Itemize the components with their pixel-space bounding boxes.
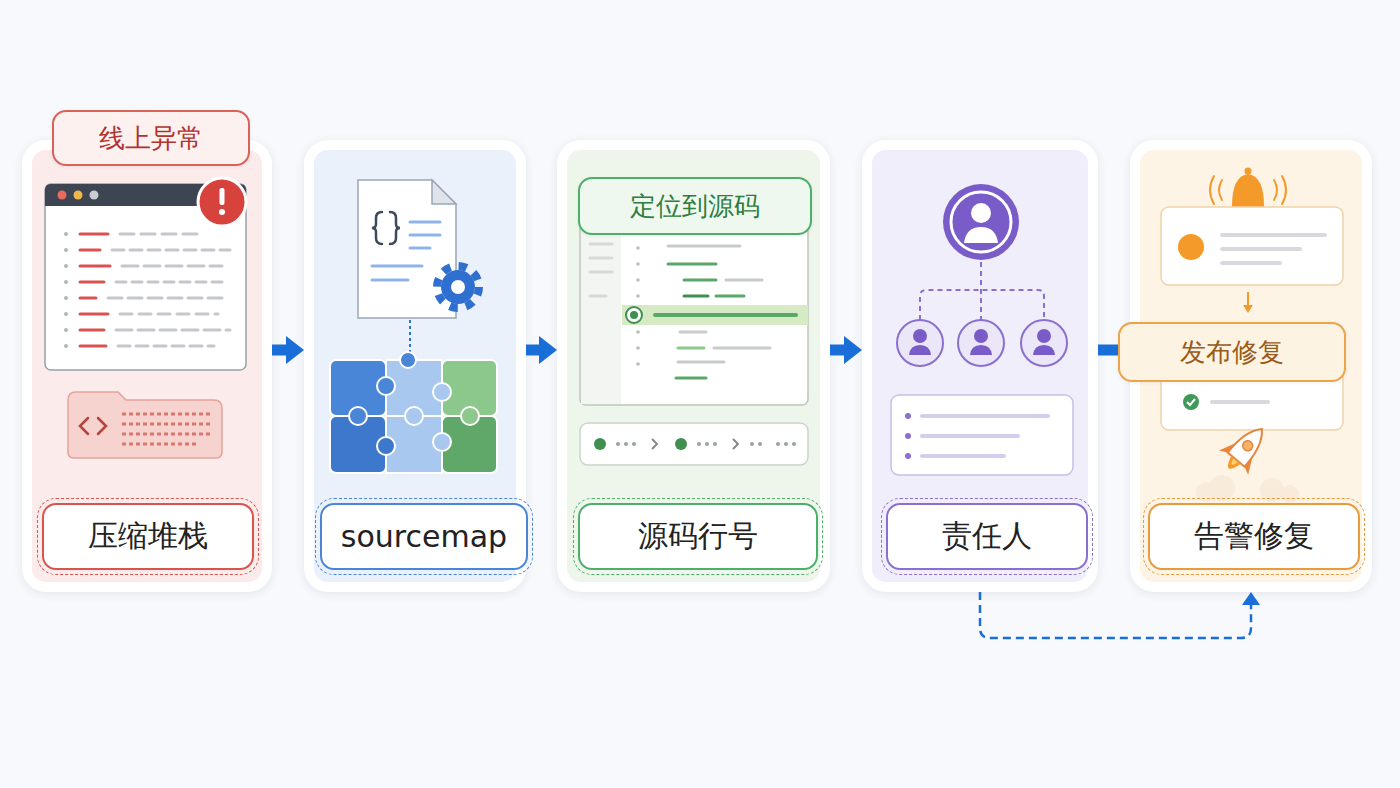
step-card: 告警修复 发布修复	[1130, 140, 1372, 592]
callout-text: 发布修复	[1180, 335, 1284, 370]
flow-arrow	[830, 336, 862, 364]
callout-pill: 定位到源码	[578, 177, 812, 235]
flow-arrow	[272, 336, 304, 364]
arrow-shaft	[272, 345, 288, 356]
arrow-shaft	[830, 345, 846, 356]
step-label: 压缩堆栈	[42, 503, 254, 570]
arrow-head	[539, 336, 557, 364]
step-label: 告警修复	[1148, 503, 1360, 570]
arrow-head	[1242, 592, 1260, 605]
step-label: sourcemap	[320, 503, 528, 570]
step-label: 源码行号	[578, 503, 818, 570]
step-card: 责任人	[862, 140, 1098, 592]
arrow-head	[844, 336, 862, 364]
dashed-return-line	[980, 592, 1251, 638]
arrow-head	[286, 336, 304, 364]
step-card: sourcemap	[304, 140, 526, 592]
step-card: 源码行号定位到源码	[557, 140, 830, 592]
callout-text: 线上异常	[99, 121, 203, 156]
flow-arrow	[526, 336, 557, 364]
callout-text: 定位到源码	[630, 189, 760, 224]
flow-arrow	[980, 592, 1260, 638]
arrow-shaft	[526, 345, 541, 356]
callout-pill: 发布修复	[1118, 322, 1346, 382]
callout-pill: 线上异常	[52, 110, 250, 166]
step-card: 压缩堆栈线上异常	[22, 140, 272, 592]
flow-arrow	[1098, 350, 1118, 351]
step-label: 责任人	[886, 503, 1088, 570]
arrow-shaft	[1098, 345, 1118, 356]
